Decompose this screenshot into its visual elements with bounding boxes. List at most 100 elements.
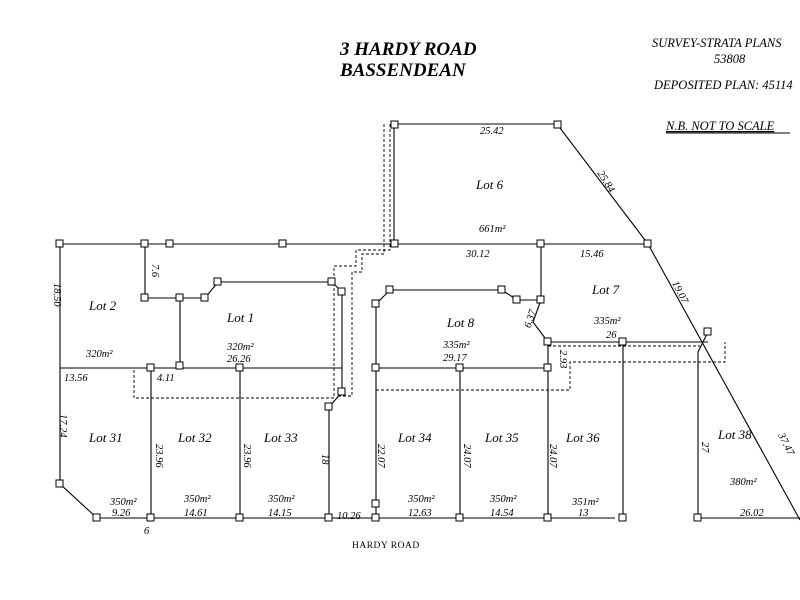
lot32-label: Lot 32 [177,430,212,445]
lot33-area: 350m² [267,494,295,505]
lot32-area: 350m² [183,494,211,505]
lot38-label: Lot 38 [717,427,752,442]
survey-marker [337,287,346,296]
survey-marker [455,513,464,522]
lot34-label: Lot 34 [397,430,432,445]
survey-marker [213,277,222,286]
dim-10-26: 10.26 [337,511,361,522]
hardy-road-label: HARDY ROAD [352,541,420,551]
dim-24-07-b: 24.07 [547,444,558,468]
lot1-area: 320m² [226,342,254,353]
survey-marker [371,513,380,522]
survey-marker [536,239,545,248]
survey-marker [693,513,702,522]
survey-marker [200,293,209,302]
survey-marker [643,239,652,248]
survey-marker [140,293,149,302]
lot7-area: 335m² [593,316,621,327]
dim-14-54: 14.54 [490,508,514,519]
survey-marker [165,239,174,248]
survey-marker [618,337,627,346]
strata-dashed-lines [133,124,726,399]
lot7-label: Lot 7 [591,282,620,297]
lot38-area: 380m² [729,477,757,488]
dim-17-24: 17.24 [57,414,68,438]
lot33-label: Lot 33 [263,430,298,445]
lot1-label: Lot 1 [226,310,254,325]
survey-marker [543,363,552,372]
lot8-area: 335m² [442,340,470,351]
survey-marker [140,239,149,248]
survey-marker [235,513,244,522]
not-to-scale-note: N.B. NOT TO SCALE [665,119,775,133]
dim-37-47: 37.47 [775,431,796,459]
survey-marker [92,513,101,522]
dim-22-07: 22.07 [375,444,386,468]
survey-marker [371,499,380,508]
survey-marker [497,285,506,294]
dim-12-63: 12.63 [408,508,432,519]
lot36-area: 351m² [571,497,599,508]
survey-marker [536,295,545,304]
survey-marker [543,513,552,522]
survey-marker [175,293,184,302]
survey-marker [390,239,399,248]
deposited-plan: DEPOSITED PLAN: 45114 [653,78,793,92]
dim-14-15: 14.15 [268,508,292,519]
survey-marker [235,363,244,372]
title-line-2: BASSENDEAN [339,60,467,81]
dim-13: 13 [578,508,589,519]
survey-marker [278,239,287,248]
lot31-boundary [59,368,151,519]
dim-9-26: 9.26 [112,508,131,519]
survey-marker [512,295,521,304]
lot7-lot8-divider [532,299,549,518]
survey-marker [371,363,380,372]
survey-marker [55,479,64,488]
dim-6: 6 [144,526,150,537]
survey-marker [146,513,155,522]
dim-27: 27 [699,442,710,453]
survey-marker [618,513,627,522]
plan-number: 53808 [714,52,746,66]
dim-24-07-a: 24.07 [461,444,472,468]
east-diagonal-boundary [647,243,800,521]
survey-marker [55,239,64,248]
dim-4-11: 4.11 [157,373,175,384]
survey-marker [146,363,155,372]
survey-marker [543,337,552,346]
survey-marker [553,120,562,129]
lot2-area: 320m² [85,349,113,360]
lot-boundaries [59,123,800,521]
survey-strata-label: SURVEY-STRATA PLANS [652,36,782,50]
survey-marker [385,285,394,294]
dim-7-6: 7.6 [149,264,160,278]
dim-26: 26 [606,330,617,341]
dimension-labels: 25.42 25.84 30.12 15.46 19.07 18.50 7.6 … [51,126,796,537]
dim-19-07: 19.07 [669,279,690,306]
survey-marker [324,513,333,522]
dim-26-02: 26.02 [740,508,764,519]
dim-14-61: 14.61 [184,508,208,519]
dim-15-46: 15.46 [580,249,604,260]
dashed-east-strata [376,342,726,391]
dim-13-56: 13.56 [64,373,88,384]
dim-18-50: 18.50 [51,283,62,307]
survey-marker [175,361,184,370]
dim-29-17: 29.17 [443,353,467,364]
survey-marker [371,299,380,308]
survey-markers [55,120,712,522]
lot31-label: Lot 31 [88,430,123,445]
dashed-west-strata [133,124,391,399]
lot-areas: 661m² 335m² 320m² 320m² 335m² 350m² 350m… [85,224,757,508]
title-line-1: 3 HARDY ROAD [339,39,477,60]
lot35-label: Lot 35 [484,430,519,445]
dim-25-42: 25.42 [480,126,504,137]
survey-marker [327,277,336,286]
dashed-access-way [336,124,385,397]
survey-marker [324,402,333,411]
dim-26-26: 26.26 [227,354,251,365]
lot-labels: Lot 6 Lot 7 Lot 2 Lot 1 Lot 8 Lot 31 Lot… [88,177,752,445]
lot38-boundary [697,331,800,519]
